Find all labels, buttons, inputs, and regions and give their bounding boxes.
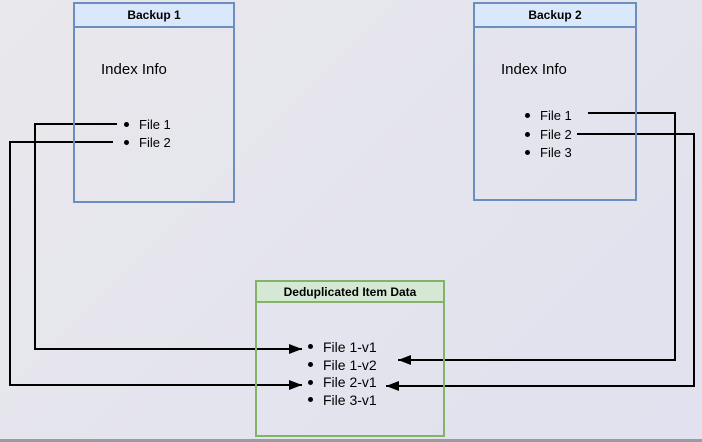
- node-dedup-title: Deduplicated Item Data: [257, 282, 443, 303]
- list-item: File 3-v1: [308, 391, 377, 409]
- file-label: File 3-v1: [323, 391, 377, 408]
- bullet-icon: [308, 379, 313, 385]
- file-label: File 3: [540, 145, 572, 161]
- list-item: File 1-v2: [308, 356, 377, 374]
- window-bottom-edge: [0, 439, 702, 442]
- dedup-file-list: File 1-v1 File 1-v2 File 2-v1 File 3-v1: [308, 338, 377, 409]
- list-item: File 1: [525, 106, 572, 125]
- bullet-icon: [308, 397, 313, 403]
- file-label: File 1-v1: [323, 338, 377, 355]
- list-item: File 2: [525, 125, 572, 144]
- file-label: File 2: [540, 126, 572, 142]
- file-label: File 1-v2: [323, 356, 377, 373]
- node-deduplicated-item-data: Deduplicated Item Data File 1-v1 File 1-…: [255, 280, 445, 437]
- index-info-label: Index Info: [101, 61, 167, 78]
- bullet-icon: [525, 150, 530, 156]
- backup-1-file-list: File 1 File 2: [124, 115, 171, 151]
- index-info-label: Index Info: [501, 61, 567, 78]
- list-item: File 1-v1: [308, 338, 377, 356]
- file-label: File 2: [139, 134, 171, 150]
- bullet-icon: [308, 344, 313, 350]
- backup-2-file-list: File 1 File 2 File 3: [525, 106, 572, 162]
- list-item: File 2-v1: [308, 373, 377, 391]
- file-label: File 2-v1: [323, 374, 377, 391]
- node-backup-1: Backup 1 Index Info File 1 File 2: [73, 2, 235, 203]
- bullet-icon: [124, 121, 129, 127]
- list-item: File 1: [124, 115, 171, 133]
- bullet-icon: [124, 139, 129, 145]
- file-label: File 1: [139, 116, 171, 132]
- node-backup-2: Backup 2 Index Info File 1 File 2 File 3: [473, 2, 637, 201]
- node-backup-2-title: Backup 2: [475, 4, 635, 28]
- list-item: File 2: [124, 133, 171, 151]
- bullet-icon: [525, 131, 530, 137]
- bullet-icon: [308, 362, 313, 368]
- node-backup-1-title: Backup 1: [75, 4, 233, 28]
- file-label: File 1: [540, 107, 572, 123]
- list-item: File 3: [525, 143, 572, 162]
- bullet-icon: [525, 112, 530, 118]
